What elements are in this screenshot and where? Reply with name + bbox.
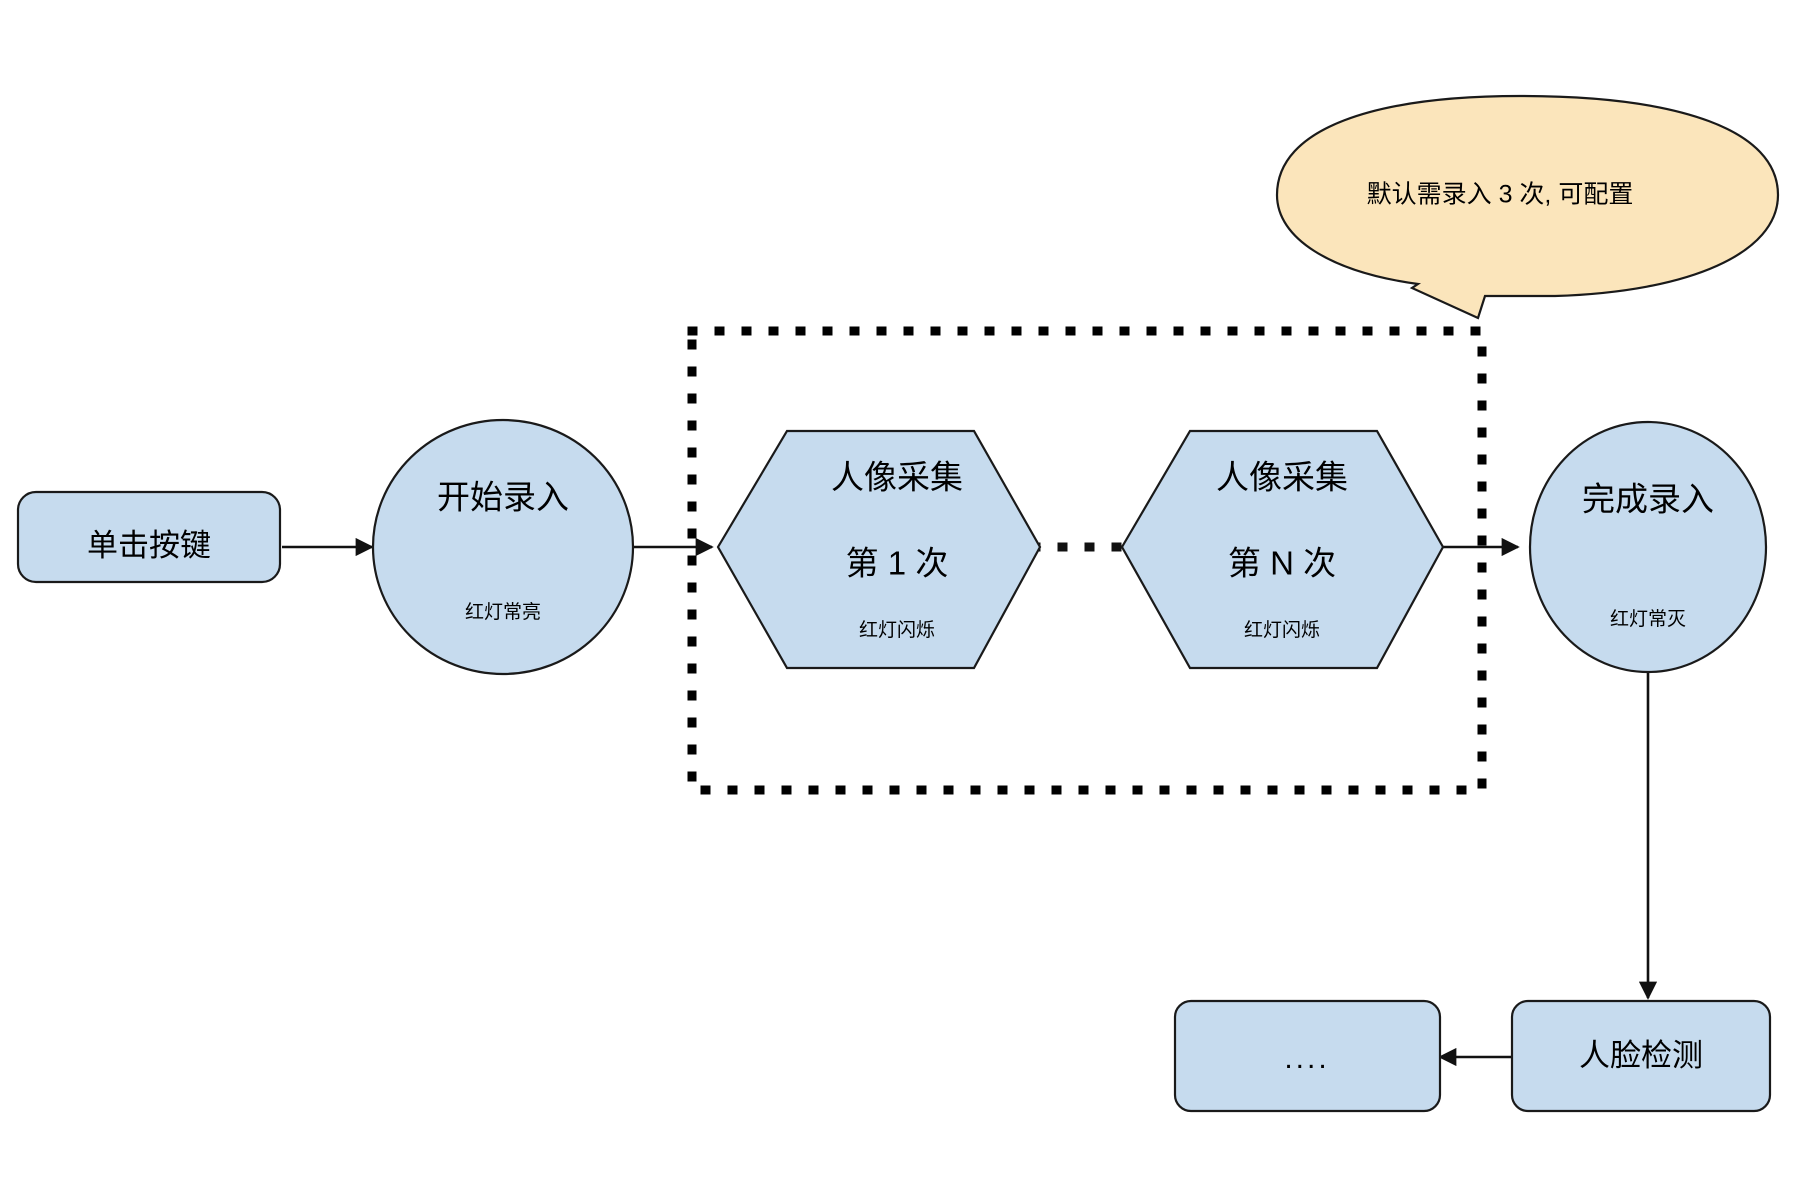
node-start-enroll-sublabel: 红灯常亮 — [465, 601, 541, 623]
node-capture-first-label-line1: 人像采集 — [831, 459, 963, 496]
node-more-steps[interactable] — [1173, 999, 1442, 1113]
node-capture-nth[interactable] — [1120, 429, 1445, 670]
node-start-enroll-label: 开始录入 — [437, 479, 569, 516]
node-click-button[interactable] — [16, 490, 282, 584]
callout-bubble-text: 默认需录入 3 次, 可配置 — [1367, 181, 1634, 209]
node-capture-first-label-line2: 第 1 次 — [846, 545, 949, 582]
node-face-detect-label: 人脸检测 — [1579, 1038, 1703, 1073]
node-click-button-label: 单击按键 — [87, 528, 211, 563]
capture-loop-group-frame — [687, 326, 1487, 795]
node-finish-enroll-sublabel: 红灯常灭 — [1610, 608, 1686, 630]
callout-bubble: 默认需录入 3 次, 可配置 — [1275, 94, 1780, 320]
node-capture-nth-sublabel: 红灯闪烁 — [1244, 619, 1320, 641]
node-finish-enroll[interactable] — [1528, 420, 1768, 674]
callout-bubble-shape — [1275, 94, 1780, 320]
node-face-detect[interactable] — [1510, 999, 1772, 1113]
node-capture-first-sublabel: 红灯闪烁 — [859, 619, 935, 641]
node-capture-nth-label-line1: 人像采集 — [1216, 459, 1348, 496]
node-more-steps-label: .... — [1284, 1042, 1329, 1075]
node-capture-nth-label-line2: 第 N 次 — [1228, 545, 1336, 582]
node-start-enroll[interactable] — [371, 418, 635, 676]
node-capture-first[interactable] — [716, 429, 1042, 670]
node-finish-enroll-label: 完成录入 — [1582, 481, 1714, 518]
